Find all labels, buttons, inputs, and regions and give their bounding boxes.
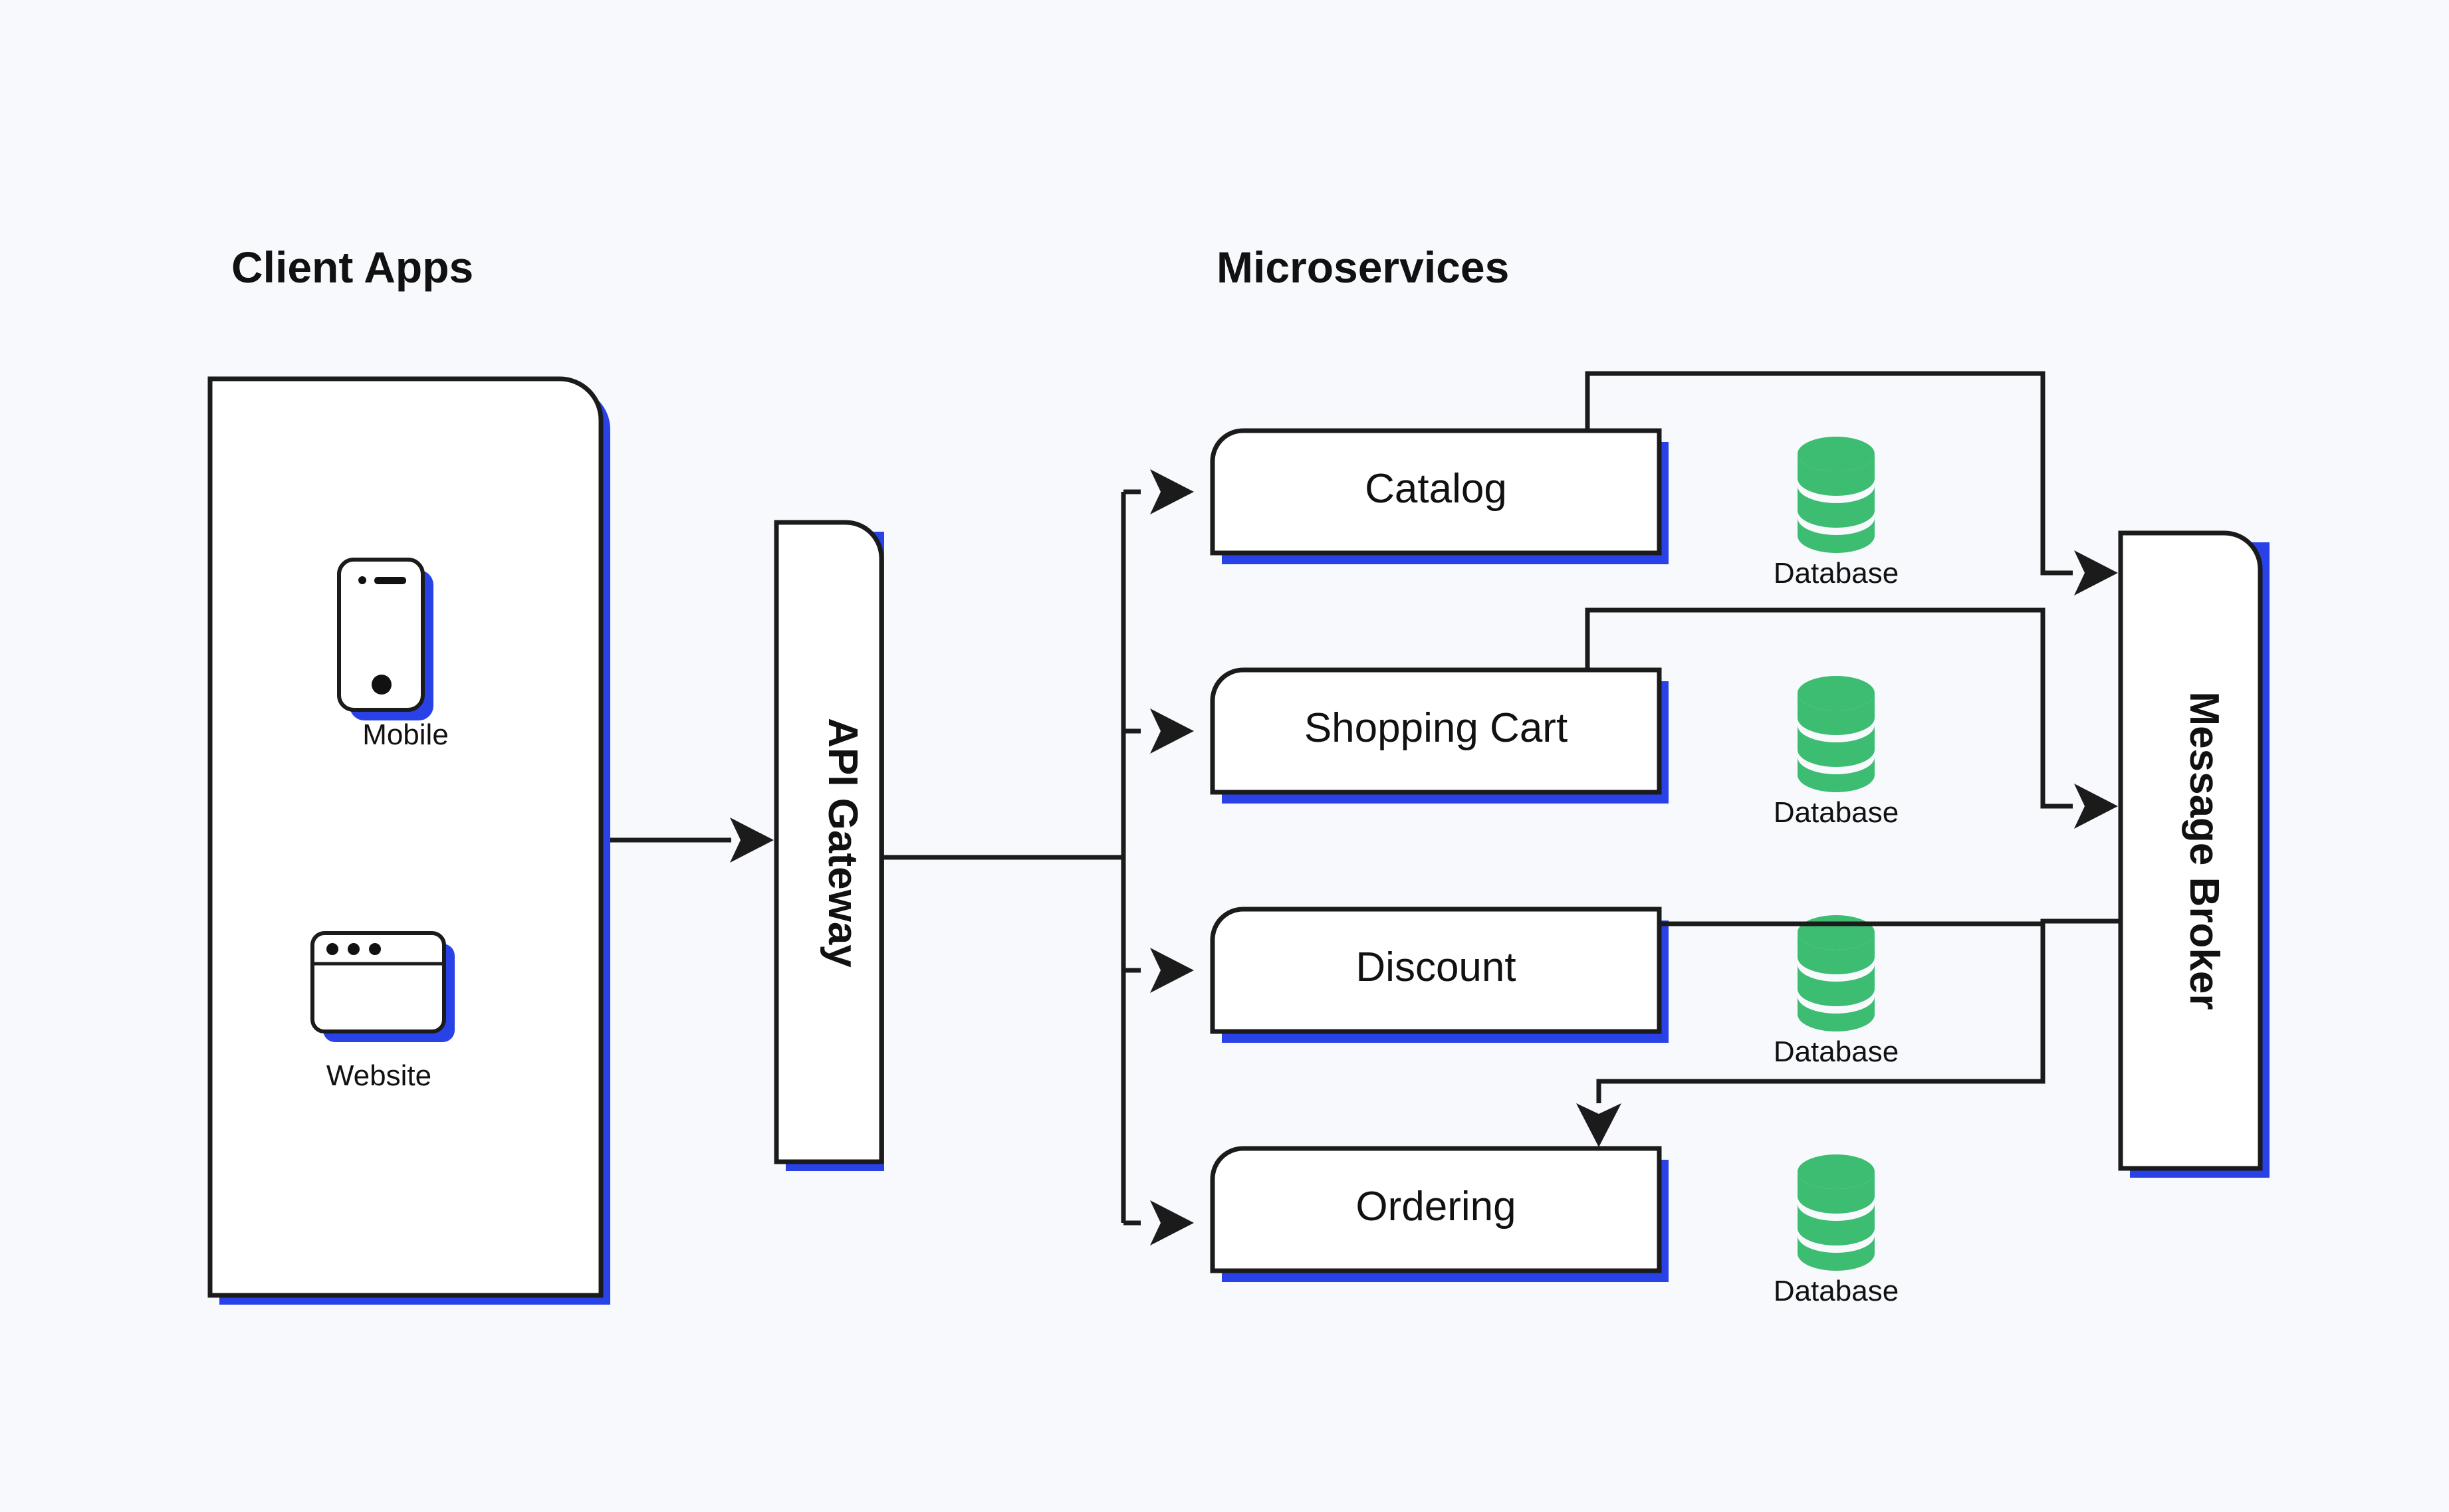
api-gateway-label: API Gateway — [820, 718, 866, 968]
service-node-shopping-cart[interactable]: Shopping Cart — [1210, 667, 1669, 804]
mobile-phone-icon — [337, 558, 433, 720]
database-cylinder-icon — [1798, 1154, 1875, 1271]
message-broker-node[interactable]: Message Broker — [2118, 530, 2270, 1178]
connector-gateway-fanout — [881, 469, 1194, 1245]
group-title-microservices: Microservices — [1217, 243, 1509, 292]
service-node-discount[interactable]: Discount — [1210, 907, 1669, 1043]
database-cylinder-icon — [1798, 437, 1875, 553]
service-label-discount: Discount — [1355, 944, 1516, 990]
connector-shoppingcart-to-broker — [1585, 607, 2118, 829]
connector-broker-to-ordering — [1576, 921, 2045, 1147]
database-label-ordering: Database — [1774, 1275, 1899, 1307]
browser-window-icon — [310, 931, 455, 1042]
message-broker-label: Message Broker — [2181, 691, 2227, 1010]
client-apps-panel[interactable] — [207, 376, 610, 1305]
api-gateway-node[interactable]: API Gateway — [774, 520, 884, 1171]
service-label-shopping-cart: Shopping Cart — [1304, 705, 1568, 751]
service-label-catalog: Catalog — [1365, 466, 1507, 512]
client-app-label-website: Website — [326, 1059, 431, 1092]
database-cylinder-icon — [1798, 676, 1875, 792]
connector-catalog-to-broker — [1585, 371, 2118, 595]
database-cylinder-icon — [1798, 915, 1875, 1031]
database-label-shopping-cart: Database — [1774, 796, 1899, 829]
connector-discount-to-broker — [1659, 918, 2121, 926]
service-node-ordering[interactable]: Ordering — [1210, 1146, 1669, 1282]
group-title-client-apps: Client Apps — [231, 243, 473, 292]
service-node-catalog[interactable]: Catalog — [1210, 428, 1669, 564]
database-label-discount: Database — [1774, 1035, 1899, 1068]
service-label-ordering: Ordering — [1355, 1184, 1516, 1230]
client-app-label-mobile: Mobile — [362, 718, 449, 751]
connector-clientapps-to-gateway — [610, 817, 774, 863]
database-label-catalog: Database — [1774, 557, 1899, 590]
